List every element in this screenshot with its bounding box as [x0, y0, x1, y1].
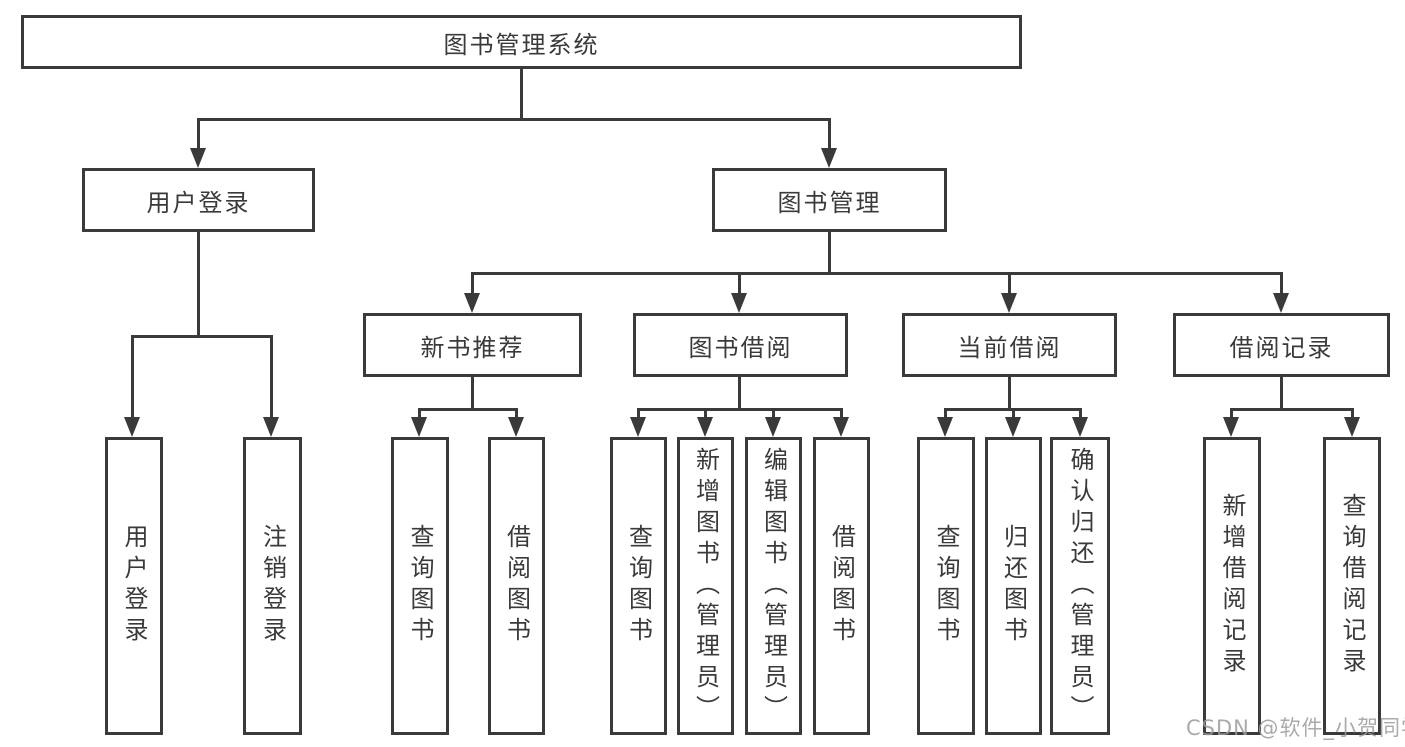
leaf-logout: 注销登录 [243, 437, 302, 735]
leaf-borrow-books-recommend-label: 借阅图书 [502, 524, 531, 648]
leaf-query-borrow-record-label: 查询借阅记录 [1338, 493, 1366, 679]
leaf-borrow-books-borrowing: 借阅图书 [813, 437, 870, 735]
leaf-logout-label: 注销登录 [258, 524, 287, 648]
connector-arm [704, 411, 707, 419]
connector-arm [515, 411, 518, 419]
leaf-confirm-return-admin: 确认归还（管理员） [1050, 437, 1110, 735]
connector-arm [637, 411, 640, 419]
connector-arm-new-book [471, 275, 474, 295]
connector-user-login-stem [197, 232, 200, 337]
arrow-down-icon [1001, 293, 1017, 313]
node-new-book-recommend-label: 新书推荐 [420, 333, 525, 362]
leaf-return-book-label: 归还图书 [999, 524, 1028, 648]
arrow-down-icon [630, 417, 646, 437]
arrow-down-icon [263, 417, 279, 437]
node-user-login: 用户登录 [82, 168, 315, 232]
connector-arm-borrowing-records [1280, 275, 1283, 295]
connector-group3-stem [1008, 377, 1011, 411]
arrow-down-icon [1005, 417, 1021, 437]
connector-arm-book-management [828, 121, 831, 151]
arrow-down-icon [411, 417, 427, 437]
connector-arm-leaf-user-login [131, 338, 134, 420]
connector-arm [840, 411, 843, 419]
connector-user-login-branch [131, 335, 273, 338]
leaf-return-book: 归还图书 [985, 437, 1042, 735]
arrow-down-icon [124, 417, 140, 437]
node-new-book-recommend: 新书推荐 [363, 313, 582, 377]
leaf-borrow-books-borrowing-label: 借阅图书 [827, 524, 856, 648]
arrow-down-icon [190, 148, 206, 168]
leaf-user-login: 用户登录 [105, 437, 163, 735]
node-borrowing-records-label: 借阅记录 [1229, 333, 1334, 362]
node-borrowing-records: 借阅记录 [1173, 313, 1390, 377]
node-user-login-label: 用户登录 [146, 188, 251, 217]
leaf-query-books-borrowing-label: 查询图书 [624, 524, 653, 648]
leaf-add-borrow-record-label: 新增借阅记录 [1218, 493, 1246, 679]
arrow-down-icon [464, 293, 480, 313]
connector-group4-stem [1280, 377, 1283, 411]
arrow-down-icon [697, 417, 713, 437]
connector-group1-branch [418, 408, 518, 411]
leaf-add-borrow-record: 新增借阅记录 [1203, 437, 1261, 735]
connector-group1-stem [471, 377, 474, 411]
connector-arm-book-borrowing [738, 275, 741, 295]
connector-arm-user-login [197, 121, 200, 151]
arrow-down-icon [833, 417, 849, 437]
arrow-down-icon [765, 417, 781, 437]
leaf-edit-book-admin-label: 编辑图书（管理员） [759, 446, 788, 726]
node-book-borrowing-label: 图书借阅 [688, 333, 793, 362]
leaf-query-books-recommend: 查询图书 [391, 437, 449, 735]
connector-level1-branch [197, 118, 831, 121]
leaf-edit-book-admin: 编辑图书（管理员） [745, 437, 802, 735]
connector-book-management-stem [828, 232, 831, 272]
connector-root-stem [520, 69, 523, 121]
arrow-down-icon [937, 417, 953, 437]
leaf-add-book-admin-label: 新增图书（管理员） [691, 446, 720, 726]
connector-level3-branch [471, 272, 1283, 275]
connector-arm [944, 411, 947, 419]
node-book-borrowing: 图书借阅 [633, 313, 848, 377]
connector-arm [1079, 411, 1082, 419]
leaf-user-login-label: 用户登录 [120, 524, 148, 648]
connector-arm [1351, 411, 1354, 419]
connector-arm [418, 411, 421, 419]
leaf-query-books-current-label: 查询图书 [932, 524, 960, 648]
node-root: 图书管理系统 [21, 15, 1022, 69]
watermark: CSDN @软件_小贺同学 [1186, 716, 1405, 740]
arrow-down-icon [731, 293, 747, 313]
arrow-down-icon [1072, 417, 1088, 437]
connector-group4-branch [1230, 408, 1354, 411]
connector-group2-branch [637, 408, 843, 411]
connector-group3-branch [944, 408, 1082, 411]
node-root-label: 图书管理系统 [443, 30, 600, 59]
leaf-add-book-admin: 新增图书（管理员） [677, 437, 734, 735]
node-current-borrowing-label: 当前借阅 [957, 333, 1062, 362]
arrow-down-icon [1344, 417, 1360, 437]
arrow-down-icon [1273, 293, 1289, 313]
connector-arm [1230, 411, 1233, 419]
leaf-confirm-return-admin-label: 确认归还（管理员） [1066, 446, 1094, 726]
connector-arm-current-borrowing [1008, 275, 1011, 295]
connector-group2-stem [738, 377, 741, 411]
arrow-down-icon [821, 148, 837, 168]
node-book-management: 图书管理 [712, 168, 947, 232]
node-book-management-label: 图书管理 [777, 188, 882, 217]
leaf-query-borrow-record: 查询借阅记录 [1323, 437, 1381, 735]
arrow-down-icon [1223, 417, 1239, 437]
leaf-query-books-borrowing: 查询图书 [610, 437, 667, 735]
node-current-borrowing: 当前借阅 [902, 313, 1117, 377]
connector-arm [772, 411, 775, 419]
leaf-query-books-current: 查询图书 [917, 437, 975, 735]
leaf-borrow-books-recommend: 借阅图书 [488, 437, 545, 735]
connector-arm [1012, 411, 1015, 419]
leaf-query-books-recommend-label: 查询图书 [406, 524, 434, 648]
connector-arm-leaf-logout [270, 338, 273, 420]
arrow-down-icon [508, 417, 524, 437]
